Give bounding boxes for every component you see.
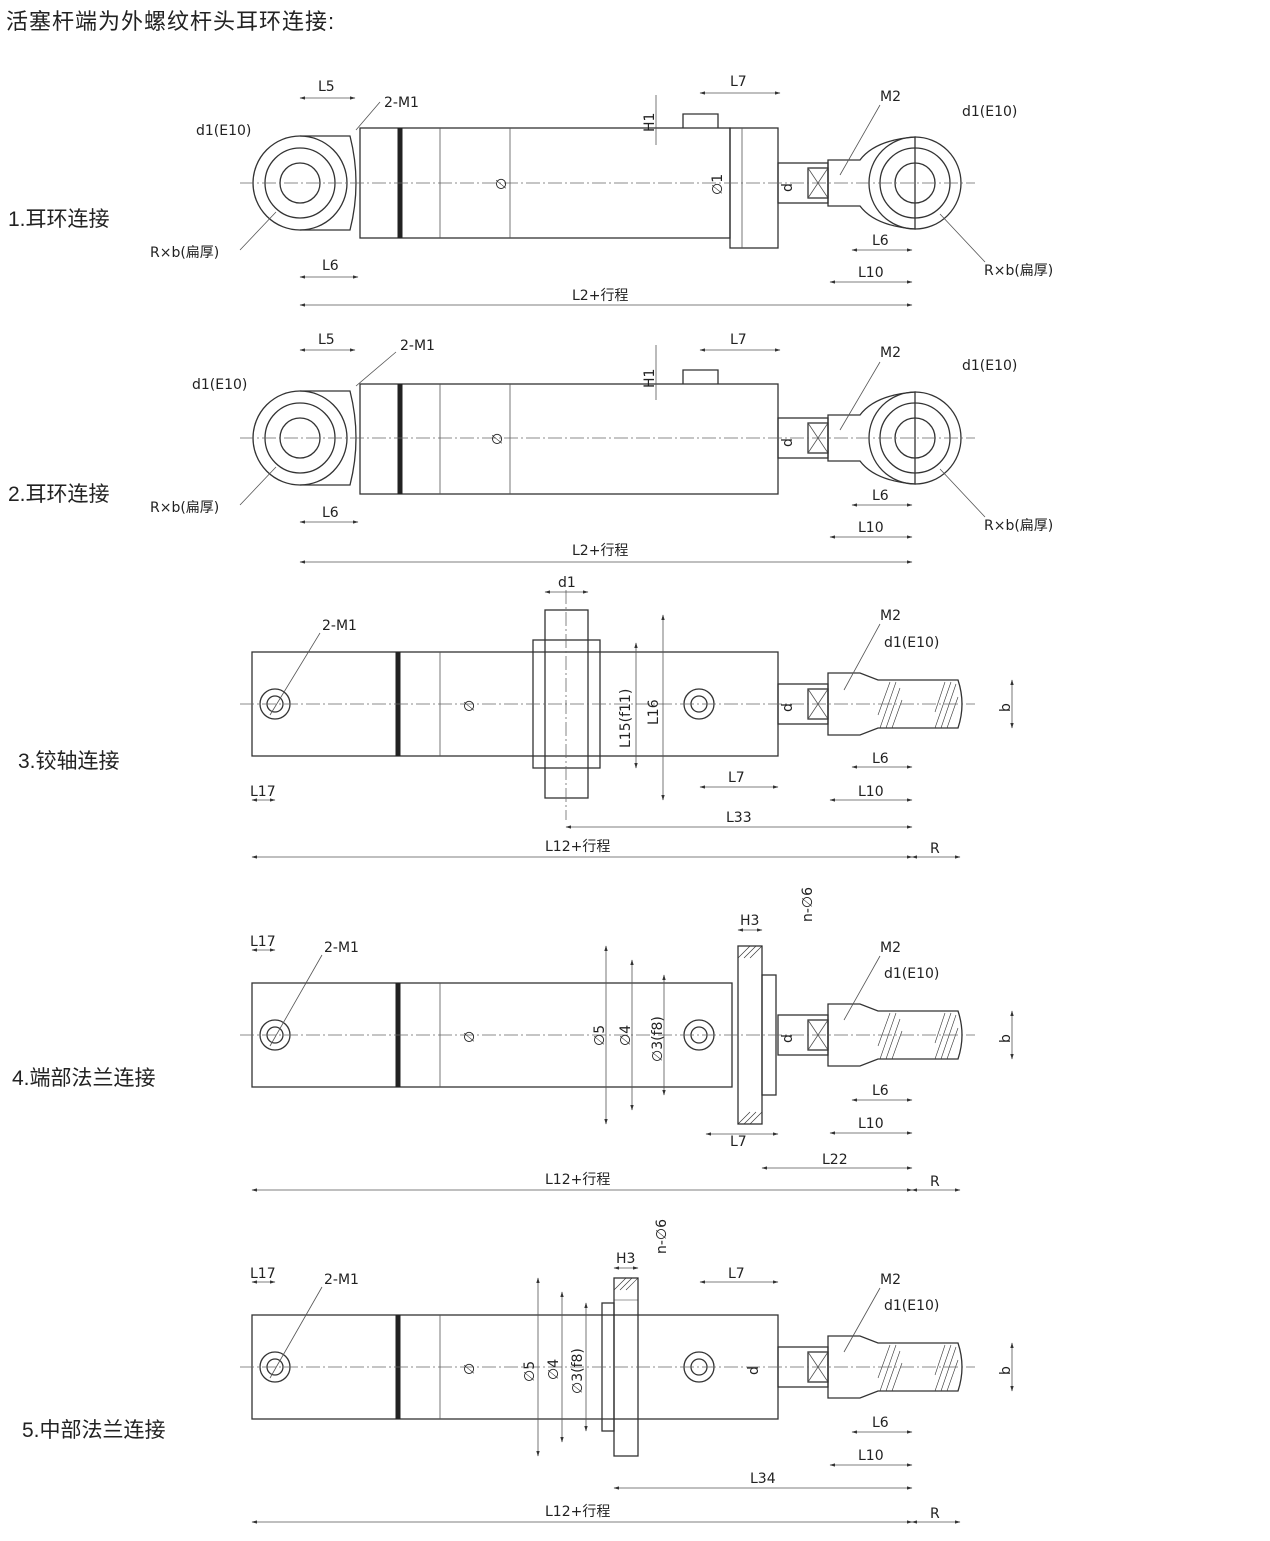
dim-d1-E10-right: d1(E10): [962, 104, 1017, 120]
section-label-3: 3.铰轴连接: [18, 750, 120, 773]
dim-d: d: [780, 1034, 796, 1043]
dim-H1: H1: [642, 369, 658, 388]
dim-phi: ∅: [462, 700, 478, 712]
dim-L7: L7: [730, 74, 747, 90]
dim-L10: L10: [858, 1116, 884, 1132]
dim-L15: L15(f11): [618, 689, 634, 748]
dim-L17: L17: [250, 1266, 276, 1282]
dim-L6-left: L6: [322, 258, 339, 274]
dim-Rxb-right: R×b(扁厚): [984, 263, 1053, 279]
dim-L12-stroke: L12+行程: [545, 839, 610, 855]
dim-2-M1: 2-M1: [400, 338, 435, 354]
dim-Rxb-left: R×b(扁厚): [150, 245, 219, 261]
dim-phi3: ∅3(f8): [570, 1348, 586, 1394]
dim-L6: L6: [872, 1415, 889, 1431]
dim-L10: L10: [858, 784, 884, 800]
dim-phi: ∅: [490, 433, 506, 445]
dim-d1-E10-left: d1(E10): [192, 377, 247, 393]
dim-L2-stroke: L2+行程: [572, 543, 628, 559]
dim-L6: L6: [872, 1083, 889, 1099]
dim-M2: M2: [880, 940, 901, 956]
dim-phi3: ∅3(f8): [650, 1016, 666, 1062]
dim-L5: L5: [318, 79, 335, 95]
dim-2-M1: 2-M1: [322, 618, 357, 634]
dim-phi5: ∅5: [522, 1361, 538, 1382]
dim-L6-right: L6: [872, 488, 889, 504]
dim-L7: L7: [728, 1266, 745, 1282]
dim-n-phi6: n-∅6: [800, 887, 816, 922]
dim-L10: L10: [858, 520, 884, 536]
dim-Rxb-left: R×b(扁厚): [150, 500, 219, 516]
dim-L7: L7: [730, 1134, 747, 1150]
dim-L12-stroke: L12+行程: [545, 1504, 610, 1520]
cylinder-5: L17 2-M1 H3 n-∅6 L7 ∅5 ∅4 ∅3(f8) ∅ d M2 …: [240, 1219, 1014, 1524]
dim-L22: L22: [822, 1152, 848, 1168]
dim-L7: L7: [730, 332, 747, 348]
dim-phi5: ∅5: [592, 1025, 608, 1046]
dim-d: d: [780, 183, 796, 192]
dim-L10: L10: [858, 265, 884, 281]
dim-2-M1: 2-M1: [324, 1272, 359, 1288]
dim-phi: ∅: [462, 1363, 478, 1375]
dim-M2: M2: [880, 1272, 901, 1288]
dim-L7: L7: [728, 770, 745, 786]
dim-phi1: ∅1: [710, 174, 726, 195]
dim-d: d: [780, 703, 796, 712]
dim-R: R: [930, 1506, 940, 1522]
dim-H1: H1: [642, 113, 658, 132]
dim-d1: d1: [558, 575, 576, 591]
dim-phi4: ∅4: [546, 1359, 562, 1380]
dim-phi4: ∅4: [618, 1025, 634, 1046]
dim-L6-left: L6: [322, 505, 339, 521]
dim-L16: L16: [646, 699, 662, 725]
section-label-2: 2.耳环连接: [8, 483, 110, 506]
dim-phi: ∅: [462, 1031, 478, 1043]
dim-L17: L17: [250, 934, 276, 950]
dim-n-phi6: n-∅6: [654, 1219, 670, 1254]
dim-b: b: [998, 1034, 1014, 1043]
dim-L6: L6: [872, 751, 889, 767]
cylinder-4: L17 2-M1 H3 n-∅6 ∅5 ∅4 ∅3(f8) ∅ d M2 d1(…: [240, 887, 1014, 1192]
dim-d1-E10: d1(E10): [884, 1298, 939, 1314]
dim-L17: L17: [250, 784, 276, 800]
section-label-1: 1.耳环连接: [8, 208, 110, 231]
dim-R: R: [930, 1174, 940, 1190]
cylinder-2: L5 2-M1 L7 H1 d1(E10) d1(E10) M2 ∅ d R×b…: [150, 332, 1053, 564]
dim-M2: M2: [880, 345, 901, 361]
dim-d1-E10: d1(E10): [884, 635, 939, 651]
dim-2-M1: 2-M1: [324, 940, 359, 956]
dim-R: R: [930, 841, 940, 857]
dim-d: d: [746, 1366, 762, 1375]
dim-phi: ∅: [494, 178, 510, 190]
dim-d1-E10-left: d1(E10): [196, 123, 251, 139]
cylinder-1: L5 2-M1 L7 H1 d1(E10) d1(E10) M2 ∅ ∅1 d …: [150, 74, 1053, 307]
dim-L34: L34: [750, 1471, 776, 1487]
page-title: 活塞杆端为外螺纹杆头耳环连接:: [6, 9, 336, 34]
dim-b: b: [998, 1366, 1014, 1375]
dim-d1-E10-right: d1(E10): [962, 358, 1017, 374]
dim-L12-stroke: L12+行程: [545, 1172, 610, 1188]
dim-L5: L5: [318, 332, 335, 348]
dim-L33: L33: [726, 810, 752, 826]
dim-L2-stroke: L2+行程: [572, 288, 628, 304]
section-label-5: 5.中部法兰连接: [22, 1419, 166, 1442]
dim-d: d: [780, 438, 796, 447]
cylinder-3: 2-M1 d1 L16 L15(f11) ∅ d M2 d1(E10) b L1…: [240, 575, 1014, 859]
dim-2-M1: 2-M1: [384, 95, 419, 111]
dim-M2: M2: [880, 89, 901, 105]
dim-b: b: [998, 703, 1014, 712]
section-label-4: 4.端部法兰连接: [12, 1067, 156, 1090]
dim-Rxb-right: R×b(扁厚): [984, 518, 1053, 534]
dim-L6-right: L6: [872, 233, 889, 249]
dim-d1-E10: d1(E10): [884, 966, 939, 982]
dim-M2: M2: [880, 608, 901, 624]
dim-H3: H3: [616, 1251, 635, 1267]
dim-L10: L10: [858, 1448, 884, 1464]
dim-H3: H3: [740, 913, 759, 929]
